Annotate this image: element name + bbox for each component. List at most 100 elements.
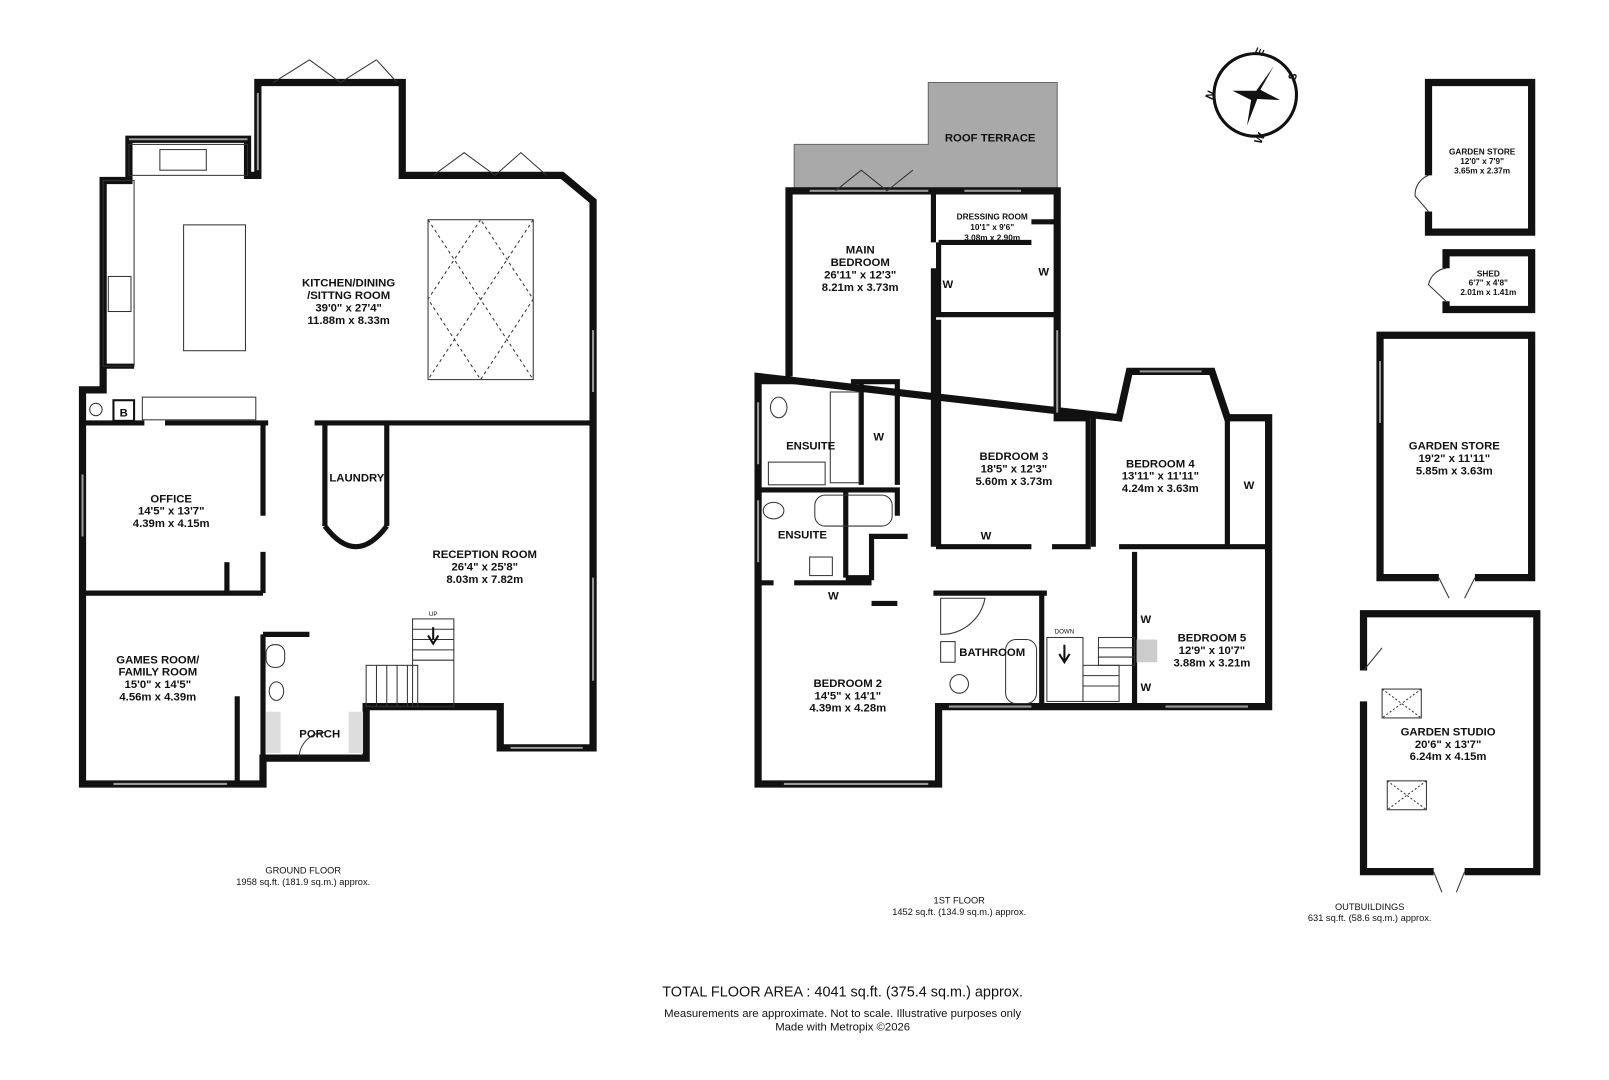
garden-store-small-walls: [1424, 78, 1536, 236]
rooflight-glazing: [427, 218, 534, 381]
first-floor-internal-walls: [758, 190, 1269, 707]
outbuildings-label: OUTBUILDINGS: [1335, 902, 1405, 912]
room-kitchen: KITCHEN/DINING /SITTNG ROOM 39'0" x 27'4…: [302, 278, 395, 327]
ground-floor-internal-walls-part: [260, 631, 310, 759]
room-bedroom5: BEDROOM 5 12'9" x 10'7" 3.88m x 3.21m: [1173, 633, 1250, 670]
room-bedroom2-part: 14'5" x 14'1": [815, 690, 882, 702]
wardrobe-labels-part: W: [1038, 266, 1049, 278]
front-door[interactable]: [298, 731, 325, 759]
room-garden-studio-part: 20'6" x 13'7": [1415, 739, 1482, 751]
room-porch: PORCH: [299, 729, 340, 741]
room-kitchen-part: 39'0" x 27'4": [315, 303, 382, 315]
hob-icon: [107, 275, 132, 313]
credit: Made with Metropix ©2026: [775, 1021, 910, 1033]
room-kitchen-part: 11.88m x 8.33m: [307, 315, 390, 327]
terrace-door[interactable]: [835, 169, 914, 192]
toilet-icon: [268, 681, 285, 701]
utility-icon: [89, 402, 103, 417]
garden-studio-walls: [1359, 610, 1541, 876]
bath-icon: [1005, 639, 1038, 705]
room-bedroom4: BEDROOM 4 13'11" x 11'11" 4.24m x 3.63m: [1122, 458, 1199, 495]
toilet-icon: [949, 674, 970, 694]
wardrobe-labels: W W W W W W W W: [828, 266, 1255, 694]
arrow-down-icon: [1058, 644, 1071, 665]
kitchen-sink-icon: [159, 149, 207, 171]
rooflight: [1386, 780, 1427, 811]
first-floor-label: 1ST FLOOR: [934, 896, 986, 906]
footer: TOTAL FLOOR AREA : 4041 sq.ft. (375.4 sq…: [662, 984, 1023, 1033]
room-kitchen-part: /SITTNG ROOM: [307, 290, 390, 302]
room-bedroom2-part: 4.39m x 4.28m: [809, 703, 886, 715]
room-kitchen-part: KITCHEN/DINING: [302, 278, 395, 290]
first-floor-stairs-part: [1082, 647, 1135, 687]
room-dressing-part: 3.08m x 2.90m: [964, 233, 1020, 242]
room-bedroom4-part: BEDROOM 4: [1126, 458, 1195, 470]
total-floor-area: TOTAL FLOOR AREA : 4041 sq.ft. (375.4 sq…: [662, 984, 1023, 1000]
room-bedroom2-part: BEDROOM 2: [814, 678, 883, 690]
ground-floor-stairs[interactable]: UP: [365, 611, 455, 708]
room-bedroom5-part: 3.88m x 3.21m: [1173, 657, 1250, 669]
ground-floor-internal-walls: [82, 363, 594, 784]
door[interactable]: [1427, 267, 1447, 302]
door[interactable]: [1363, 647, 1466, 893]
compass-north: N: [1204, 89, 1218, 101]
room-bedroom3: BEDROOM 3 18'5" x 12'3" 5.60m x 3.73m: [975, 451, 1052, 488]
arrow-down-icon: [427, 627, 440, 646]
room-garden-store: GARDEN STORE 19'2" x 11'11" 5.85m x 3.63…: [1409, 441, 1500, 478]
double-door[interactable]: [1438, 577, 1476, 599]
kitchen-island: [183, 224, 246, 352]
first-floor-stairs[interactable]: DOWN: [1046, 628, 1136, 702]
basin-icon: [940, 641, 956, 663]
room-garden-store-small-part: GARDEN STORE: [1449, 148, 1516, 157]
bifold-door[interactable]: [273, 59, 398, 83]
wardrobe-labels-part: W: [1141, 614, 1152, 626]
room-reception-part: RECEPTION ROOM: [433, 549, 537, 561]
wc-icon: [265, 644, 286, 668]
room-bedroom2: BEDROOM 2 14'5" x 14'1" 4.39m x 4.28m: [809, 678, 886, 715]
toilet-icon: [762, 501, 785, 520]
compass-west: W: [1253, 131, 1269, 146]
room-garden-studio: GARDEN STUDIO 20'6" x 13'7" 6.24m x 4.15…: [1401, 726, 1496, 763]
room-shed-part: 6'7" x 4'8": [1469, 279, 1508, 288]
first-floor-internal-walls-part: [758, 487, 900, 516]
compass-rose-icon: N E S W: [1204, 46, 1301, 146]
room-garden-store-part: 5.85m x 3.63m: [1416, 465, 1493, 477]
first-floor-stairs-part: [1097, 636, 1136, 666]
room-roof-terrace: ROOF TERRACE: [945, 132, 1036, 144]
bifold-door[interactable]: [432, 151, 547, 177]
stairs-down-label: DOWN: [1055, 628, 1075, 635]
room-main-bedroom-part: 26'11" x 12'3": [824, 270, 896, 282]
kitchen-worktop: [128, 143, 249, 176]
rooflight-glazing: [1381, 688, 1422, 719]
room-main-bedroom-part: BEDROOM: [831, 257, 890, 269]
stairs-up-label: UP: [429, 611, 438, 618]
room-garden-store-small-part: 3.65m x 2.37m: [1454, 166, 1510, 175]
ground-floor-plan: B UP KITCHEN/DINING /SITTNG ROOM 39'0" x…: [78, 59, 597, 887]
room-ensuite-main: ENSUITE: [786, 441, 836, 453]
first-floor-internal-walls-part: [758, 489, 908, 586]
ground-floor-area: 1958 sq.ft. (181.9 sq.m.) approx.: [236, 877, 370, 887]
disclaimer: Measurements are approximate. Not to sca…: [664, 1008, 1021, 1020]
room-dressing-part: 10'1" x 9'6": [970, 223, 1014, 232]
bath-icon: [814, 494, 893, 527]
basin-icon: [767, 461, 826, 486]
kitchen-worktop: [102, 179, 135, 367]
ground-floor-stairs-part: [375, 665, 408, 707]
door[interactable]: [1414, 174, 1429, 212]
toilet-icon: [769, 396, 788, 419]
room-laundry: LAUNDRY: [329, 473, 384, 485]
shed-walls: [1442, 249, 1536, 314]
compass-rose-icon-part: [1212, 52, 1299, 138]
first-floor-internal-walls-part: [1090, 417, 1269, 550]
room-garden-store-part: 19'2" x 11'11": [1419, 453, 1491, 465]
room-office-part: 14'5" x 13'7": [138, 506, 205, 518]
room-games: GAMES ROOM/ FAMILY ROOM 15'0" x 14'5" 4.…: [116, 654, 200, 703]
room-shed-part: SHED: [1477, 269, 1500, 278]
first-floor-internal-walls-part: [936, 319, 1091, 550]
first-floor-area: 1452 sq.ft. (134.9 sq.m.) approx.: [892, 907, 1026, 917]
ground-floor-internal-walls-part: [322, 422, 390, 527]
ground-floor-stairs-part: [365, 664, 419, 708]
room-games-part: 4.56m x 4.39m: [119, 691, 196, 703]
first-floor-internal-walls-part: [936, 219, 1058, 318]
compass-south: S: [1286, 70, 1300, 82]
